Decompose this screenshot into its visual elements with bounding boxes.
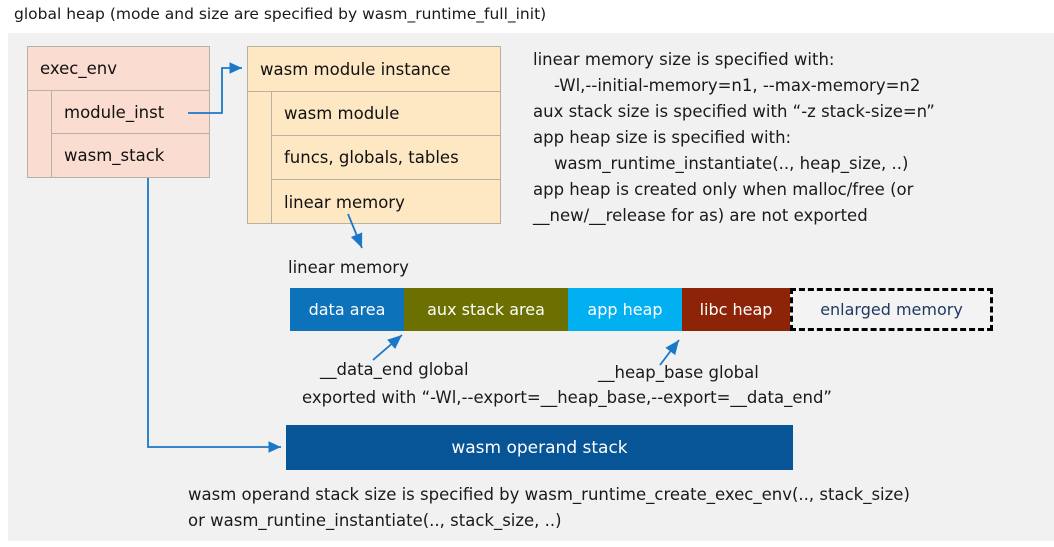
module-instance-fields: wasm module funcs, globals, tables linea… [272, 92, 500, 224]
memory-segment-aux-stack-area: aux stack area [404, 288, 568, 331]
memory-segment-app-heap: app heap [568, 288, 682, 331]
exec-env-body: module_inst wasm_stack [28, 91, 209, 178]
memory-segment-data-area: data area [290, 288, 404, 331]
module-instance-field-wasm-module: wasm module [272, 92, 500, 136]
exec-env-fields: module_inst wasm_stack [52, 91, 209, 178]
exec-env-box: exec_env module_inst wasm_stack [27, 46, 210, 178]
exec-env-field-wasm-stack: wasm_stack [64, 146, 165, 165]
heap-base-global-label: __heap_base global [598, 363, 759, 382]
operand-stack-notes: wasm operand stack size is specified by … [188, 485, 910, 530]
module-instance-field-funcs-globals-tables: funcs, globals, tables [272, 136, 500, 180]
wasm-module-instance-box: wasm module instance wasm module funcs, … [247, 46, 501, 224]
module-instance-field-linear-memory: linear memory [284, 192, 405, 212]
memory-segment-enlarged-memory: enlarged memory [790, 288, 993, 331]
data-end-global-label: __data_end global [320, 360, 469, 379]
memory-segment-libc-heap: libc heap [682, 288, 790, 331]
wasm-operand-stack-bar: wasm operand stack [286, 425, 793, 470]
module-instance-gutter [248, 92, 272, 224]
exported-with-label: exported with “-Wl,--export=__heap_base,… [302, 388, 832, 407]
exec-env-gutter [28, 91, 52, 178]
module-instance-body: wasm module funcs, globals, tables linea… [248, 92, 500, 224]
linear-memory-caption: linear memory [288, 258, 409, 277]
linear-memory-notes: linear memory size is specified with: -W… [533, 50, 935, 225]
exec-env-header: exec_env [28, 47, 209, 91]
page-title: global heap (mode and size are specified… [14, 5, 547, 23]
exec-env-field-module-inst: module_inst [52, 91, 209, 134]
module-instance-header: wasm module instance [248, 47, 500, 92]
